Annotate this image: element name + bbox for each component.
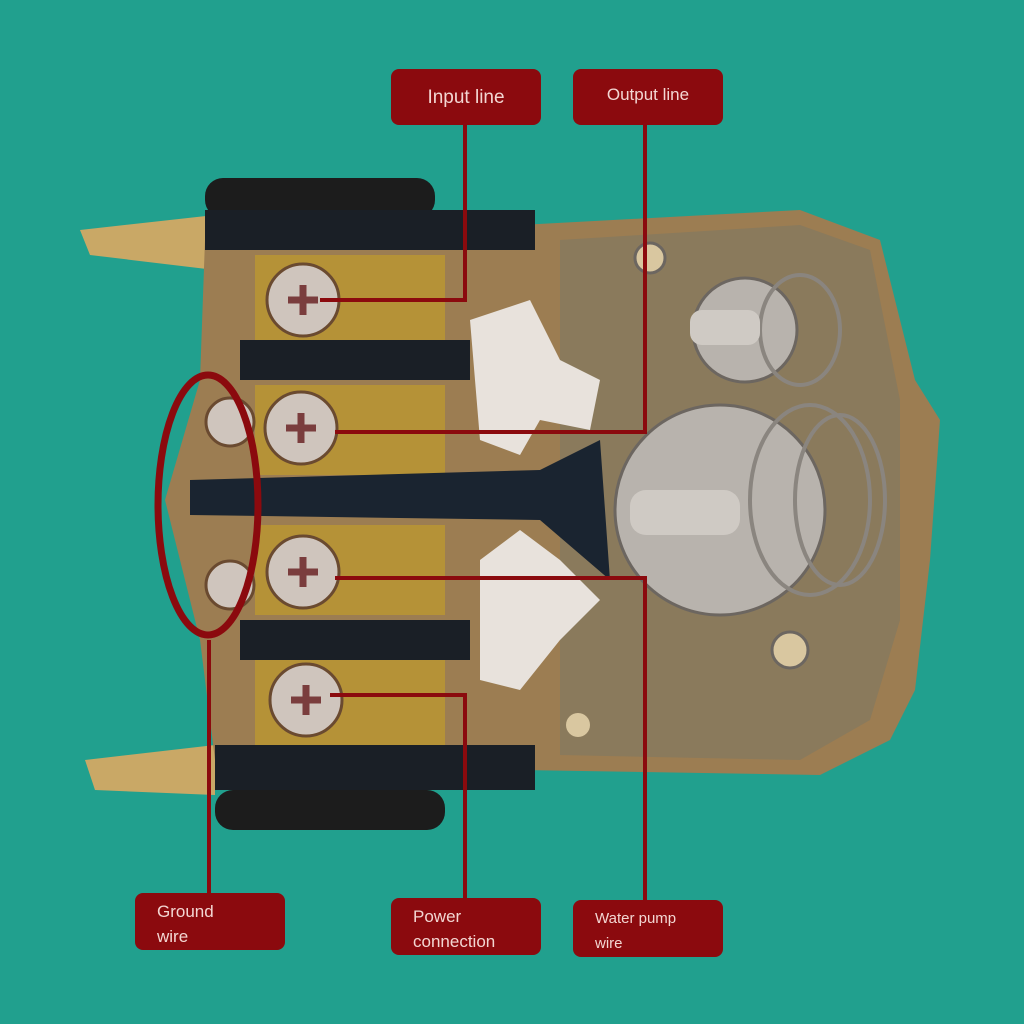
ground-highlight-ellipse (154, 371, 262, 639)
input-line-text: Input line (427, 86, 505, 108)
input-line-label: Input line (391, 69, 541, 125)
water-pump-wire-line1: Water pump (595, 910, 677, 927)
water-pump-wire-label: Water pump wire (573, 900, 723, 957)
output-line-label: Output line (573, 69, 723, 125)
ground-wire-line1: Ground (157, 902, 214, 921)
power-connection-line1: Power (413, 907, 462, 926)
power-connection-label: Power connection (391, 898, 541, 955)
power-connection-line2: connection (413, 932, 496, 951)
ground-wire-line2: wire (157, 927, 189, 946)
ground-wire-label: Ground wire (135, 893, 285, 950)
output-line-text: Output line (606, 84, 690, 104)
water-pump-wire-line2: wire (595, 935, 623, 952)
